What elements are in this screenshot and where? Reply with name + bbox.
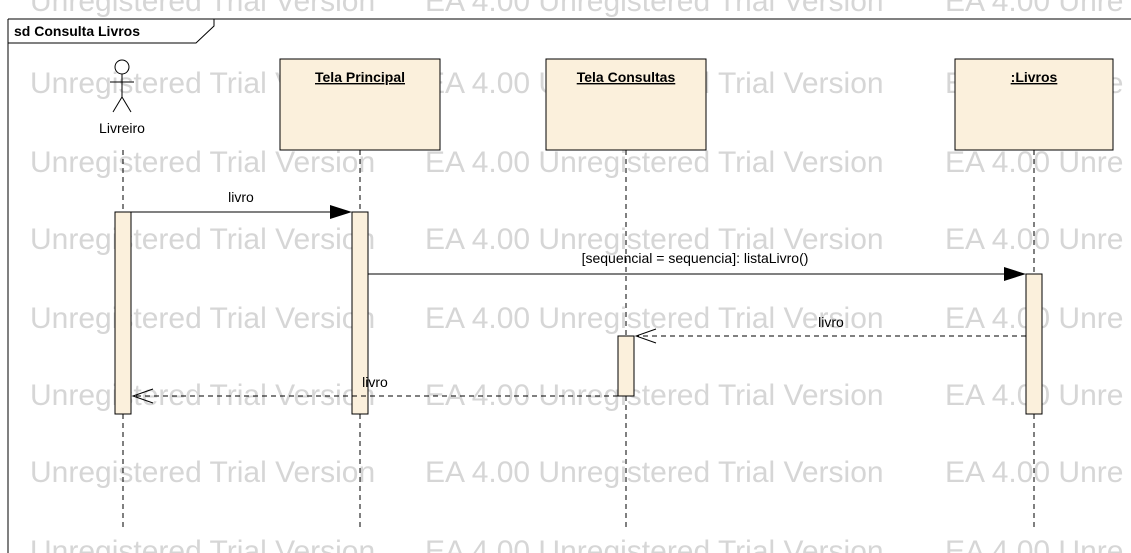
- watermark-row-3a: Unregistered Trial Version: [30, 223, 375, 256]
- watermark-row-6a: Unregistered Trial Version: [30, 456, 375, 489]
- actor-name: Livreiro: [99, 120, 145, 136]
- message-2-label: [sequencial = sequencia]: listaLivro(): [582, 250, 809, 266]
- actor-leg-left: [112, 96, 123, 113]
- lifeline-label-tela-consultas: Tela Consultas: [577, 69, 676, 85]
- watermark-row-6b: EA 4.00 Unregistered Trial Version: [425, 456, 884, 489]
- lifeline-label-livros: :Livros: [1011, 69, 1058, 85]
- watermark-row-2b: EA 4.00 Unregistered Trial Version: [425, 146, 884, 179]
- activation-tela-consultas: [617, 335, 635, 397]
- messages: livro [sequencial = sequencia]: listaLiv…: [131, 189, 1026, 404]
- actor-head: [114, 59, 130, 75]
- lifeline-box-tela-consultas: [545, 58, 707, 151]
- lifeline-label-tela-principal: Tela Principal: [315, 69, 405, 85]
- message-4-label: livro: [362, 374, 388, 390]
- message-1-arrowhead: [330, 205, 352, 219]
- watermark-top-2: EA 4.00 Unregistered Trial Version: [425, 0, 884, 18]
- activation-tela-principal: [351, 211, 369, 415]
- activation-actor: [114, 211, 132, 415]
- watermark-top-1: Unregistered Trial Version: [30, 0, 375, 18]
- message-3-arrowhead: [634, 328, 657, 344]
- watermark-row-7a: Unregistered Trial Version: [30, 535, 375, 553]
- watermark-row-7c: EA 4.00 Unre: [945, 535, 1123, 553]
- lifelines: [122, 150, 1035, 528]
- message-3-label: livro: [818, 314, 844, 330]
- watermark-row-3b: EA 4.00 Unregistered Trial Version: [425, 223, 884, 256]
- message-4-arrowhead: [131, 388, 154, 404]
- lifeline-box-tela-principal: [279, 58, 441, 151]
- activations: [114, 211, 1043, 415]
- lifeline-heads: Tela Principal Tela Consultas :Livros: [279, 58, 1114, 151]
- message-2-arrowhead: [1004, 267, 1026, 281]
- frame-title: sd Consulta Livros: [14, 23, 140, 39]
- message-1-label: livro: [228, 189, 254, 205]
- watermark-row-7b: EA 4.00 Unregistered Trial Version: [425, 535, 884, 553]
- watermark-row-5b: EA 4.00 Unregistered Trial Version: [425, 379, 884, 412]
- activation-livros: [1025, 273, 1043, 415]
- watermark-row-4a: Unregistered Trial Version: [30, 302, 375, 335]
- watermark-top-3: EA 4.00 Unre: [945, 0, 1123, 18]
- watermark-row-2a: Unregistered Trial Version: [30, 146, 375, 179]
- lifeline-box-livros: [954, 58, 1114, 151]
- actor-leg-right: [121, 96, 132, 113]
- actor-livreiro: Livreiro: [99, 59, 145, 136]
- frame-title-tab: [8, 19, 215, 44]
- frame: sd Consulta Livros: [7, 18, 1131, 553]
